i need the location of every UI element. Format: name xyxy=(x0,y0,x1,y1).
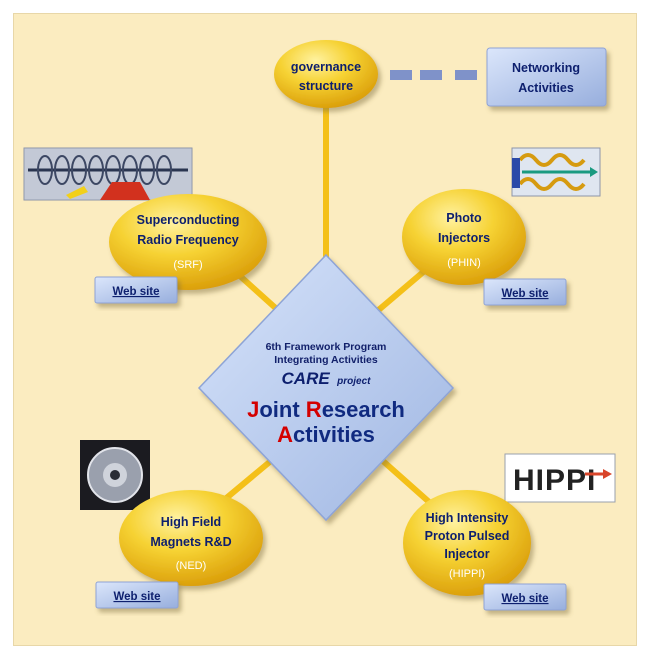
hippi-line2: Proton Pulsed xyxy=(425,529,510,543)
phin-line2: Injectors xyxy=(438,231,490,245)
hippi-logo-text: HIPPI xyxy=(513,464,596,497)
ned-magnet-image xyxy=(80,440,150,510)
hippi-abbr: (HIPPI) xyxy=(449,568,485,580)
hippi-line3: Injector xyxy=(444,547,489,561)
care-label: CARE xyxy=(282,369,331,388)
jra-diamond: 6th Framework Program Integrating Activi… xyxy=(197,253,455,522)
ned-website-button[interactable]: Web site xyxy=(95,581,179,609)
srf-line1: Superconducting xyxy=(137,213,240,227)
governance-line2: structure xyxy=(299,79,353,93)
governance-node[interactable]: governance structure xyxy=(274,40,378,108)
srf-website-label: Web site xyxy=(112,286,159,298)
jra-line1: Joint Research xyxy=(247,397,405,422)
project-label: project xyxy=(336,376,371,387)
phin-line1: Photo xyxy=(446,211,482,225)
hippi-line1: High Intensity xyxy=(426,511,509,525)
ned-node[interactable]: High Field Magnets R&D (NED) xyxy=(119,490,263,586)
srf-website-button[interactable]: Web site xyxy=(94,276,178,304)
center-line1: 6th Framework Program xyxy=(266,341,387,353)
ned-line2: Magnets R&D xyxy=(150,535,231,549)
srf-line2: Radio Frequency xyxy=(137,233,238,247)
phin-node[interactable]: Photo Injectors (PHIN) xyxy=(402,189,526,285)
hippi-website-label: Web site xyxy=(501,593,548,605)
srf-cavity-image xyxy=(23,147,193,201)
hippi-website-button[interactable]: Web site xyxy=(483,583,567,611)
phin-website-button[interactable]: Web site xyxy=(483,278,567,306)
phin-website-label: Web site xyxy=(501,288,548,300)
center-line2: Integrating Activities xyxy=(274,354,378,366)
jra-line2: Activities xyxy=(277,422,375,447)
hippi-node[interactable]: High Intensity Proton Pulsed Injector (H… xyxy=(403,490,531,596)
networking-line1: Networking xyxy=(512,61,580,75)
ned-abbr: (NED) xyxy=(176,560,207,572)
networking-line2: Activities xyxy=(518,81,574,95)
governance-line1: governance xyxy=(291,60,361,74)
srf-abbr: (SRF) xyxy=(173,259,202,271)
care-project: CARE project xyxy=(282,369,372,388)
phin-abbr: (PHIN) xyxy=(447,257,481,269)
hippi-logo: HIPPI xyxy=(504,453,616,503)
networking-activities-box[interactable]: Networking Activities xyxy=(486,47,607,107)
ned-line1: High Field xyxy=(161,515,221,529)
ned-website-label: Web site xyxy=(113,591,160,603)
srf-node[interactable]: Superconducting Radio Frequency (SRF) xyxy=(109,194,267,290)
phin-injector-image xyxy=(511,147,601,197)
